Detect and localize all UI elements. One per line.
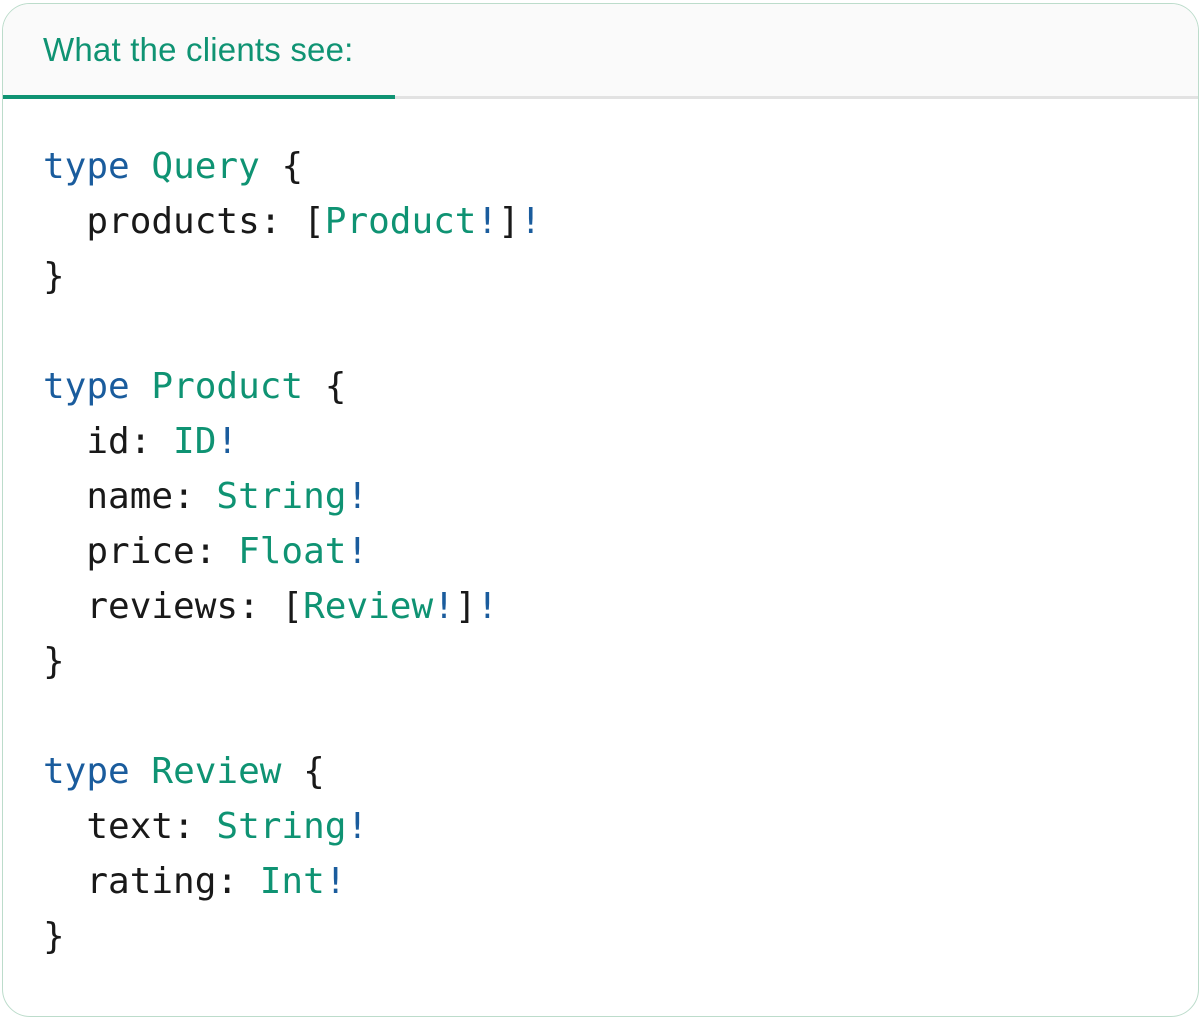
- code-token-bang: !: [346, 531, 369, 572]
- code-token-typename: Product: [151, 366, 304, 407]
- code-line: }: [43, 249, 1158, 304]
- code-token-typename: Query: [151, 146, 260, 187]
- code-line: type Product {: [43, 359, 1158, 414]
- code-token-bang: !: [346, 476, 369, 517]
- code-token-plain: price:: [43, 531, 239, 572]
- code-token-plain: id:: [43, 421, 174, 462]
- code-token-plain: products: [: [43, 201, 325, 242]
- code-token-keyword: type: [43, 751, 130, 792]
- code-line: }: [43, 634, 1158, 689]
- code-token-bang: !: [519, 201, 542, 242]
- code-token-plain: rating:: [43, 861, 260, 902]
- code-token-typename: Review: [303, 586, 434, 627]
- graphql-schema-code: type Query { products: [Product!]!} type…: [3, 99, 1198, 1016]
- code-token-bang: !: [476, 586, 499, 627]
- code-token-plain: {: [259, 146, 304, 187]
- code-token-plain: }: [43, 916, 65, 957]
- code-token-plain: }: [43, 641, 65, 682]
- code-line: [43, 304, 1158, 359]
- code-line: reviews: [Review!]!: [43, 579, 1158, 634]
- tab-bar: What the clients see:: [3, 4, 1198, 99]
- code-line: type Query {: [43, 139, 1158, 194]
- code-token-keyword: type: [43, 366, 130, 407]
- code-line: rating: Int!: [43, 854, 1158, 909]
- code-token-plain: [130, 146, 152, 187]
- code-panel: What the clients see: type Query { produ…: [2, 3, 1199, 1017]
- code-token-plain: ]: [498, 201, 520, 242]
- tab-label: What the clients see:: [43, 31, 354, 68]
- code-line: text: String!: [43, 799, 1158, 854]
- code-token-bang: !: [216, 421, 239, 462]
- code-token-typename: String: [216, 476, 347, 517]
- code-token-typename: Product: [324, 201, 477, 242]
- active-tab-indicator: [3, 95, 395, 99]
- code-token-plain: [130, 366, 152, 407]
- code-line: type Review {: [43, 744, 1158, 799]
- code-line: [43, 689, 1158, 744]
- code-line: name: String!: [43, 469, 1158, 524]
- code-token-keyword: type: [43, 146, 130, 187]
- code-token-plain: ]: [454, 586, 477, 627]
- code-token-bang: !: [346, 806, 369, 847]
- tab-what-clients-see[interactable]: What the clients see:: [43, 31, 354, 69]
- code-line: id: ID!: [43, 414, 1158, 469]
- code-token-typename: Review: [151, 751, 282, 792]
- code-token-plain: reviews: [: [43, 586, 304, 627]
- code-token-typename: Float: [238, 531, 347, 572]
- code-token-typename: Int: [259, 861, 325, 902]
- code-token-typename: ID: [173, 421, 217, 462]
- code-token-typename: String: [216, 806, 347, 847]
- code-token-plain: [130, 751, 152, 792]
- code-token-bang: !: [324, 861, 347, 902]
- code-token-plain: name:: [43, 476, 217, 517]
- code-token-bang: !: [476, 201, 499, 242]
- code-token-plain: }: [43, 256, 65, 297]
- code-token-plain: text:: [43, 806, 217, 847]
- code-line: price: Float!: [43, 524, 1158, 579]
- code-line: products: [Product!]!: [43, 194, 1158, 249]
- code-token-plain: {: [281, 751, 325, 792]
- code-token-plain: {: [303, 366, 347, 407]
- code-token-bang: !: [433, 586, 455, 627]
- code-line: }: [43, 909, 1158, 964]
